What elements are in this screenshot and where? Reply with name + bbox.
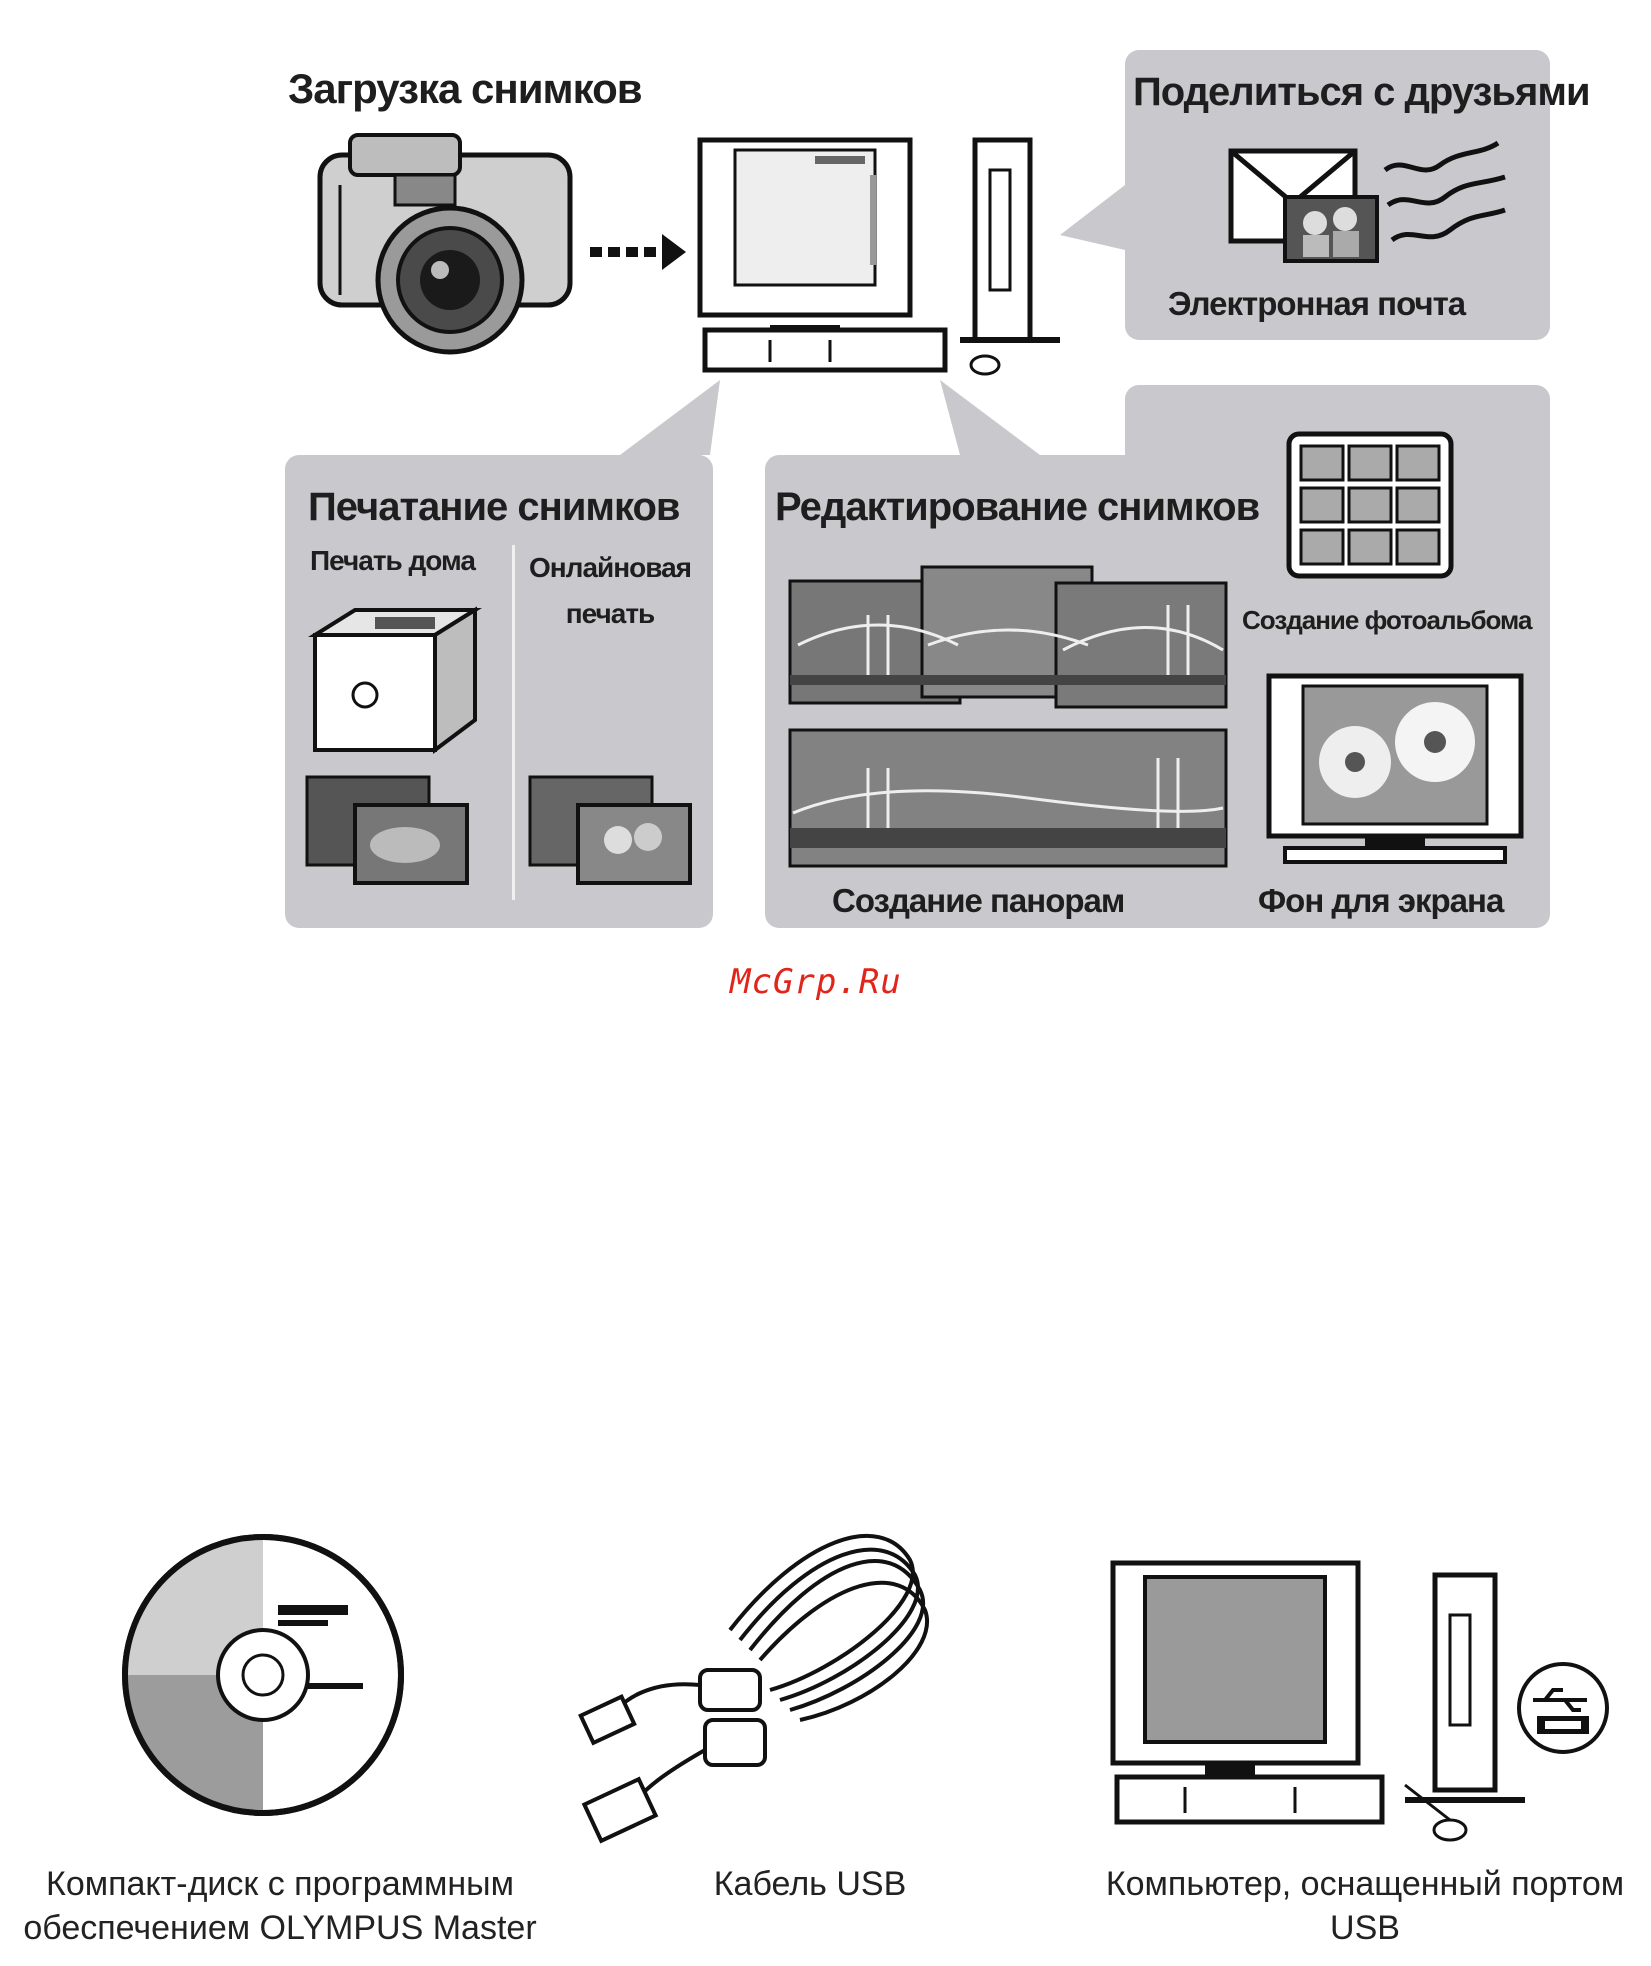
cd-disc-icon xyxy=(118,1530,408,1820)
wallpaper-label: Фон для экрана xyxy=(1258,882,1503,920)
home-print-label: Печать дома xyxy=(310,545,475,577)
envelope-icon xyxy=(1225,145,1405,265)
usb-cable-caption: Кабель USB xyxy=(620,1862,1000,1906)
album-grid-icon xyxy=(1285,430,1455,580)
share-title: Поделиться с друзьями xyxy=(1133,70,1590,115)
print-divider xyxy=(512,545,515,900)
usb-cable-icon xyxy=(580,1520,940,1840)
panorama-source-photos xyxy=(788,565,1228,710)
send-waves-icon xyxy=(1380,135,1510,255)
panorama-label: Создание панорам xyxy=(832,882,1124,920)
computer-icon xyxy=(690,110,1090,380)
edit-title: Редактирование снимков xyxy=(775,485,1259,530)
usb-computer-caption: Компьютер, оснащенный портом USB xyxy=(1105,1862,1625,1950)
printer-icon xyxy=(305,605,485,755)
panorama-result-photo xyxy=(788,728,1228,868)
album-label: Создание фотоальбома xyxy=(1242,605,1531,636)
cd-caption: Компакт-диск с программным обеспечением … xyxy=(20,1862,540,1950)
camera-icon xyxy=(300,125,600,355)
home-photos-icon xyxy=(305,775,475,885)
usb-computer-icon xyxy=(1105,1555,1525,1855)
usb-port-icon xyxy=(1515,1660,1611,1756)
print-title: Печатание снимков xyxy=(308,485,680,530)
online-photos-icon xyxy=(528,775,698,885)
download-title: Загрузка снимков xyxy=(288,65,642,113)
watermark: McGrp.Ru xyxy=(730,962,902,1002)
transfer-arrow-icon xyxy=(590,232,690,272)
email-label: Электронная почта xyxy=(1168,285,1465,323)
online-print-label: Онлайновая печать xyxy=(520,545,700,637)
wallpaper-monitor-icon xyxy=(1265,672,1525,872)
